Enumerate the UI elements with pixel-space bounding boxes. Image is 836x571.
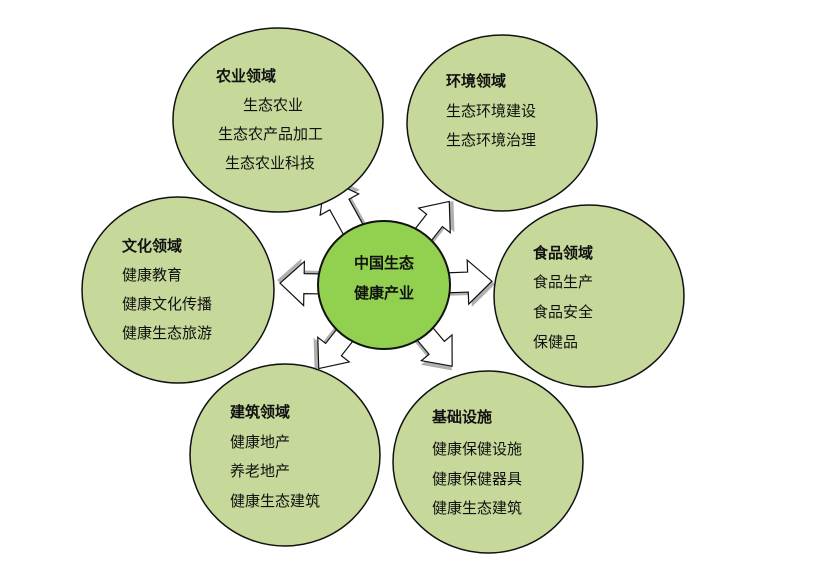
domain-environment-item: 生态环境建设 xyxy=(446,102,536,120)
domain-construction-item: 健康生态建筑 xyxy=(230,492,320,510)
domain-infrastructure-item: 健康生态建筑 xyxy=(432,499,522,517)
domain-infrastructure-item: 健康保健设施 xyxy=(432,440,522,458)
domain-agriculture-item: 生态农产品加工 xyxy=(218,125,323,143)
domain-food-item: 保健品 xyxy=(533,333,578,351)
center-title-line-1: 中国生态 xyxy=(354,254,414,272)
arrow-to-food xyxy=(444,258,493,306)
domain-construction-item: 健康地产 xyxy=(230,433,290,451)
domain-culture-title: 文化领域 xyxy=(122,237,182,255)
domain-agriculture-circle xyxy=(172,27,384,213)
domain-culture: 文化领域 健康教育 健康文化传播 健康生态旅游 xyxy=(81,196,275,384)
domain-construction-title: 建筑领域 xyxy=(230,403,290,421)
center-title-line-2: 健康产业 xyxy=(354,284,414,302)
domain-culture-item: 健康教育 xyxy=(122,266,182,284)
domain-agriculture-title: 农业领域 xyxy=(215,67,276,85)
domain-environment-title: 环境领域 xyxy=(446,72,506,90)
domain-food-item: 食品生产 xyxy=(533,273,593,291)
center-node: 中国生态 健康产业 xyxy=(317,220,451,350)
domain-food-circle xyxy=(493,204,685,388)
domain-food: 食品领域 食品生产 食品安全 保健品 xyxy=(493,204,685,388)
domain-infrastructure-circle xyxy=(392,370,584,554)
domain-culture-item: 健康文化传播 xyxy=(122,295,212,313)
domain-agriculture: 农业领域 生态农业 生态农产品加工 生态农业科技 xyxy=(172,27,384,213)
center-circle xyxy=(317,220,451,350)
domain-food-item: 食品安全 xyxy=(533,303,593,321)
domain-construction-item: 养老地产 xyxy=(230,462,290,480)
domain-infrastructure: 基础设施 健康保健设施 健康保健器具 健康生态建筑 xyxy=(392,370,584,554)
domain-culture-circle xyxy=(81,196,275,384)
domain-construction-circle xyxy=(189,363,381,547)
domain-environment-circle xyxy=(406,34,598,212)
domain-culture-item: 健康生态旅游 xyxy=(122,324,212,342)
domain-environment: 环境领域 生态环境建设 生态环境治理 xyxy=(406,34,598,212)
domain-food-title: 食品领域 xyxy=(533,244,593,262)
domain-environment-item: 生态环境治理 xyxy=(446,131,536,149)
domain-infrastructure-item: 健康保健器具 xyxy=(432,470,522,488)
domain-infrastructure-title: 基础设施 xyxy=(431,408,492,426)
domain-agriculture-item: 生态农业科技 xyxy=(225,154,315,172)
arrow-to-culture xyxy=(279,260,323,307)
domain-agriculture-item: 生态农业 xyxy=(243,96,303,114)
domain-construction: 建筑领域 健康地产 养老地产 健康生态建筑 xyxy=(189,363,381,547)
